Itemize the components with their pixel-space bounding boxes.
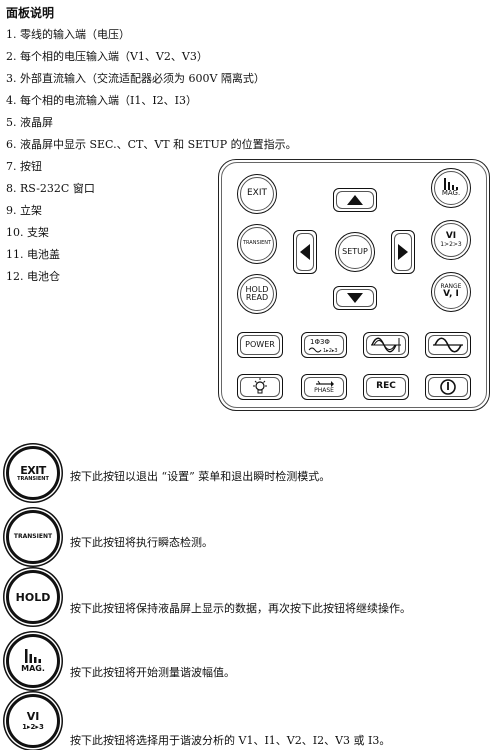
power-button[interactable]: POWER	[237, 332, 283, 358]
mag-description: MAG. 按下此按钮将开始测量谐波幅值。	[6, 634, 496, 694]
hold-icon: HOLD	[6, 570, 60, 624]
power-symbol-icon	[440, 379, 456, 395]
backlight-button[interactable]	[237, 374, 283, 400]
svg-text:1▸2▸3: 1▸2▸3	[323, 348, 338, 354]
mag-icon: MAG.	[6, 634, 60, 688]
power-toggle-button[interactable]	[425, 374, 471, 400]
page-title: 面板说明	[6, 6, 55, 20]
list-item: 2. 每个相的电压输入端（V1、V2、V3）	[6, 50, 208, 63]
right-arrow-button[interactable]	[391, 230, 415, 274]
keypad-panel: EXIT MAG. TRANSIENT SETUP	[218, 159, 490, 411]
phase-arrow-icon	[316, 380, 334, 387]
phase-wiring-icon: 1Φ3Φ 1▸2▸3	[308, 338, 338, 354]
exit-button[interactable]: EXIT	[237, 174, 277, 214]
hold-description: HOLD 按下此按钮将保持液晶屏上显示的数据，再次按下此按钮将继续操作。	[6, 570, 496, 630]
triangle-right-icon	[398, 244, 408, 260]
list-item: 3. 外部直流输入（交流适配器必须为 600V 隔离式）	[6, 72, 265, 85]
harmonic-bars-icon	[444, 178, 458, 191]
sine-wave-icon	[433, 337, 463, 353]
harmonic-bars-icon	[25, 649, 41, 663]
mag-button[interactable]: MAG.	[431, 168, 471, 208]
waveform-button[interactable]	[425, 332, 471, 358]
list-item: 4. 每个相的电流输入端（I1、I2、I3）	[6, 94, 198, 107]
list-item: 6. 液晶屏中显示 SEC.、CT、VT 和 SETUP 的位置指示。	[6, 138, 297, 151]
component-list: 1. 零线的输入端（电压） 2. 每个相的电压输入端（V1、V2、V3） 3. …	[6, 24, 306, 288]
transient-description: TRANSIENT 按下此按钮将执行瞬态检测。	[6, 510, 496, 570]
list-item: 11. 电池盖	[6, 248, 60, 261]
hold-read-button[interactable]: HOLD READ	[237, 274, 277, 314]
light-bulb-icon	[253, 378, 267, 394]
description-text: 按下此按钮将保持液晶屏上显示的数据，再次按下此按钮将继续操作。	[70, 602, 411, 615]
setup-button[interactable]: SETUP	[335, 232, 375, 272]
down-arrow-button[interactable]	[333, 286, 377, 310]
exit-icon: EXIT TRANSIENT	[6, 446, 60, 500]
left-arrow-button[interactable]	[293, 230, 317, 274]
phase-button[interactable]: PHASE	[301, 374, 347, 400]
triangle-down-icon	[347, 293, 363, 303]
description-text: 按下此按钮以退出 “设置” 菜单和退出瞬时检测模式。	[70, 470, 331, 483]
list-item: 5. 液晶屏	[6, 116, 53, 129]
transient-icon: TRANSIENT	[6, 510, 60, 564]
description-text: 按下此按钮将开始测量谐波幅值。	[70, 666, 235, 679]
triangle-left-icon	[300, 244, 310, 260]
up-arrow-button[interactable]	[333, 188, 377, 212]
list-item: 12. 电池仓	[6, 270, 60, 283]
triangle-up-icon	[347, 195, 363, 205]
description-text: 按下此按钮将选择用于谐波分析的 V1、I1、V2、I2、V3 或 I3。	[70, 734, 391, 747]
list-item: 8. RS-232C 窗口	[6, 182, 95, 195]
range-button[interactable]: RANGE V, I	[431, 272, 471, 312]
vi-description: VI 1▸2▸3 按下此按钮将选择用于谐波分析的 V1、I1、V2、I2、V3 …	[6, 694, 496, 750]
rec-button[interactable]: REC	[363, 374, 409, 400]
list-item: 1. 零线的输入端（电压）	[6, 28, 130, 41]
wiring-mode-button[interactable]: 1Φ3Φ 1▸2▸3	[301, 332, 347, 358]
harmonic-waveform-button[interactable]	[363, 332, 409, 358]
harmonic-waveform-icon	[371, 337, 401, 353]
vi-select-button[interactable]: VI 1>2>3	[431, 220, 471, 260]
exit-description: EXIT TRANSIENT 按下此按钮以退出 “设置” 菜单和退出瞬时检测模式…	[6, 446, 496, 506]
vi-icon: VI 1▸2▸3	[6, 694, 60, 748]
list-item: 9. 立架	[6, 204, 42, 217]
description-text: 按下此按钮将执行瞬态检测。	[70, 536, 213, 549]
transient-button[interactable]: TRANSIENT	[237, 224, 277, 264]
list-item: 7. 按钮	[6, 160, 42, 173]
list-item: 10. 支架	[6, 226, 49, 239]
svg-text:1Φ3Φ: 1Φ3Φ	[310, 338, 330, 346]
